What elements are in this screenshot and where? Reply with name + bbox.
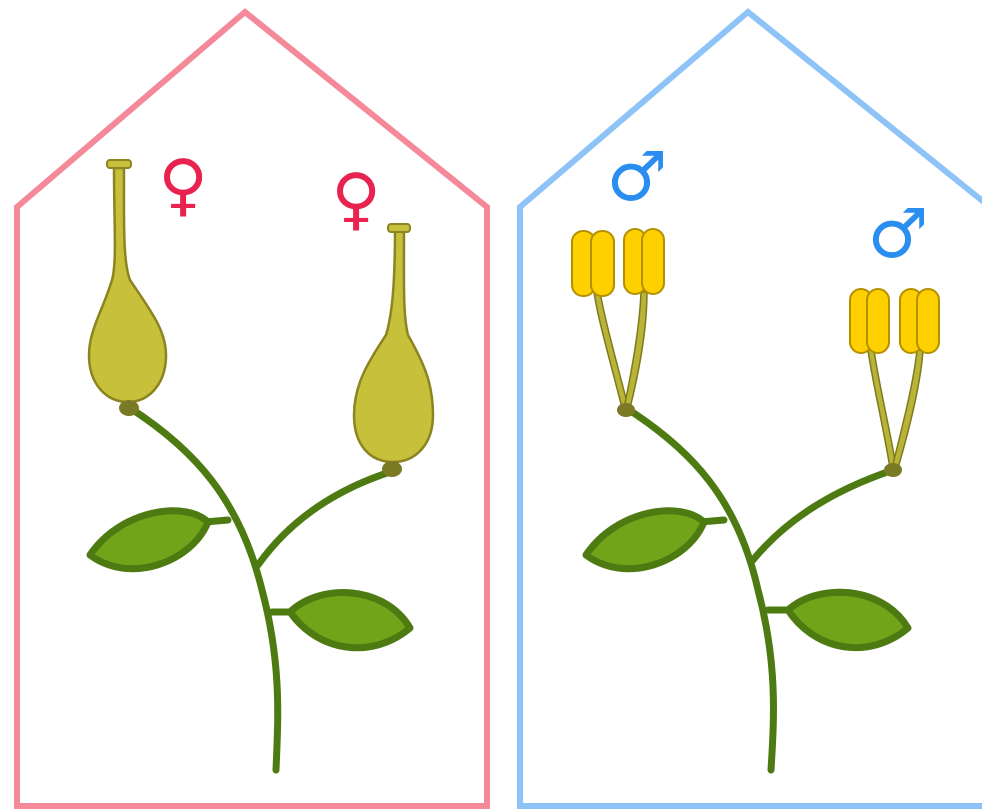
- anther: [623, 228, 665, 295]
- female-plant: [86, 159, 435, 774]
- anther: [899, 288, 940, 354]
- female-symbol-left: ♀: [158, 146, 208, 225]
- filament: [867, 349, 897, 469]
- male-plant: [571, 228, 940, 774]
- filament: [623, 291, 648, 409]
- pistil-right: [352, 223, 435, 477]
- stem: [622, 404, 777, 774]
- receptacle: [382, 461, 402, 477]
- stigma: [387, 223, 411, 233]
- leaf-right: [784, 588, 912, 652]
- leaf-right: [286, 589, 414, 652]
- stamens-right: [849, 288, 940, 477]
- leaf-left: [582, 507, 708, 573]
- stigma: [106, 159, 132, 169]
- branch: [749, 466, 897, 564]
- male-panel-border: [517, 8, 982, 809]
- receptacle: [617, 403, 635, 417]
- leaf-left: [86, 507, 212, 573]
- female-plant-panel: ♀ ♀: [14, 8, 490, 809]
- female-panel-border: [14, 8, 490, 809]
- male-symbol-right: ♂: [868, 195, 929, 274]
- ovary: [87, 166, 168, 404]
- receptacle: [119, 400, 139, 416]
- receptacle: [884, 463, 902, 477]
- stamens-left: [571, 228, 665, 417]
- filament: [891, 349, 924, 469]
- filament: [593, 291, 629, 409]
- male-symbol-left: ♂: [607, 138, 668, 217]
- ovary: [352, 228, 435, 464]
- anther: [571, 230, 615, 297]
- anther: [849, 288, 890, 354]
- male-plant-panel: ♂ ♂: [517, 8, 982, 809]
- branch: [254, 468, 394, 569]
- female-symbol-right: ♀: [331, 160, 381, 239]
- pistil-left: [87, 159, 168, 416]
- stem: [126, 404, 282, 774]
